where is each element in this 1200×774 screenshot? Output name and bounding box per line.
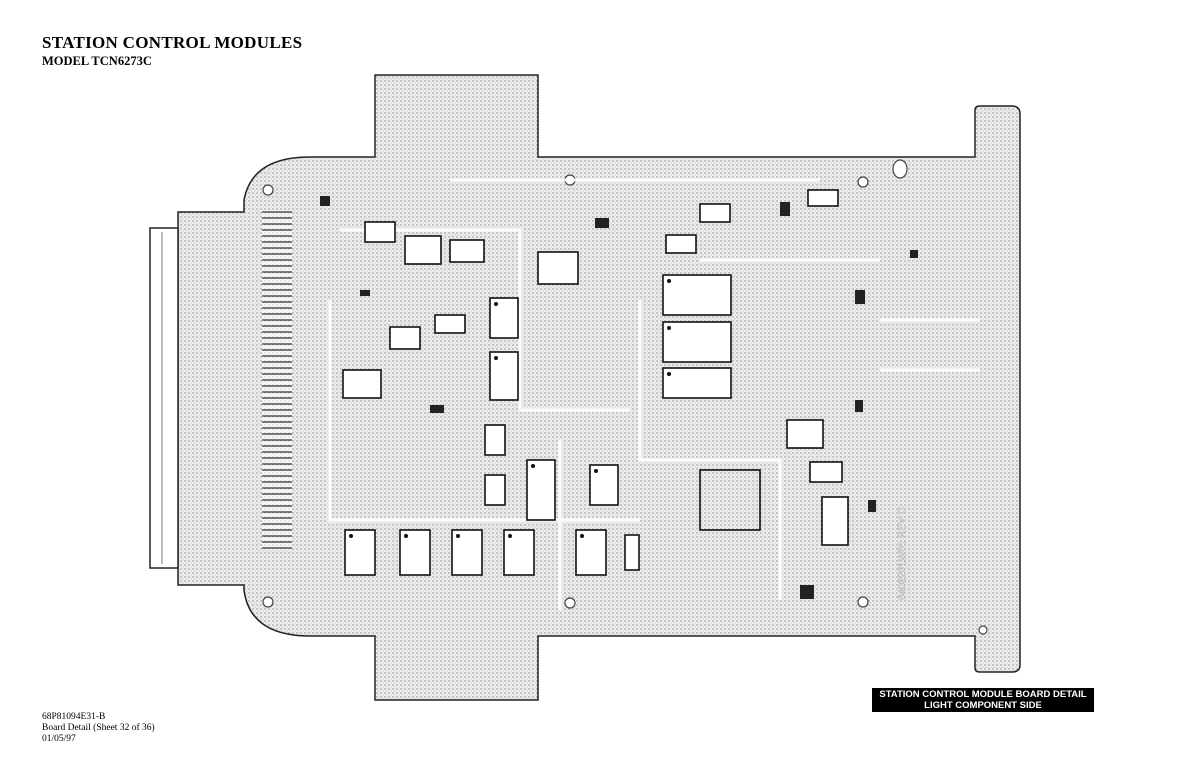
ic-u4107 [526,459,556,521]
ic-u4400 [699,203,731,223]
ic-u4006 [537,251,579,285]
ic-u4003 [449,239,485,263]
mounting-hole [564,597,576,609]
ic-u4000 [342,369,382,399]
ic-u4008 [786,419,824,449]
model-subtitle: MODEL TCN6273C [42,54,152,68]
svg-text:8402201W01 REV C: 8402201W01 REV C [897,507,908,600]
doc-number: 68P81094E31-B [42,712,106,722]
ic-u4109 [484,424,506,456]
ic-u4009 [809,461,843,483]
sheet-label: Board Detail (Sheet 32 of 36) [42,723,155,733]
ic-qfp [699,469,761,531]
ic-u4105 [624,534,640,571]
mounting-hole [892,159,908,179]
mounting-hole [262,596,274,608]
ic-u4002 [364,221,396,243]
doc-date: 01/05/97 [42,734,76,744]
ic-u4005 [434,314,466,334]
ic-u4001 [404,235,442,265]
mounting-hole [857,596,869,608]
ic-u4300 [821,496,849,546]
ic-u4011 [489,351,519,401]
mounting-hole [978,625,988,635]
footer-block: 68P81094E31-B Board Detail (Sheet 32 of … [42,712,155,745]
mounting-hole [262,184,274,196]
mounting-hole [857,176,869,188]
ic-u4013 [662,321,732,363]
ic-u4004 [389,326,421,350]
ic-u4500 [807,189,839,207]
board-caption: STATION CONTROL MODULE BOARD DETAIL LIGH… [872,688,1094,712]
edge-connector [149,227,179,569]
caption-line1: STATION CONTROL MODULE BOARD DETAIL [879,689,1087,700]
page-title: STATION CONTROL MODULES [42,33,303,52]
ic-u4106 [662,367,732,399]
caption-line2: LIGHT COMPONENT SIDE [924,700,1042,711]
ic-u4007 [665,234,697,254]
ic-u4012 [662,274,732,316]
ic-u4110 [484,474,506,506]
